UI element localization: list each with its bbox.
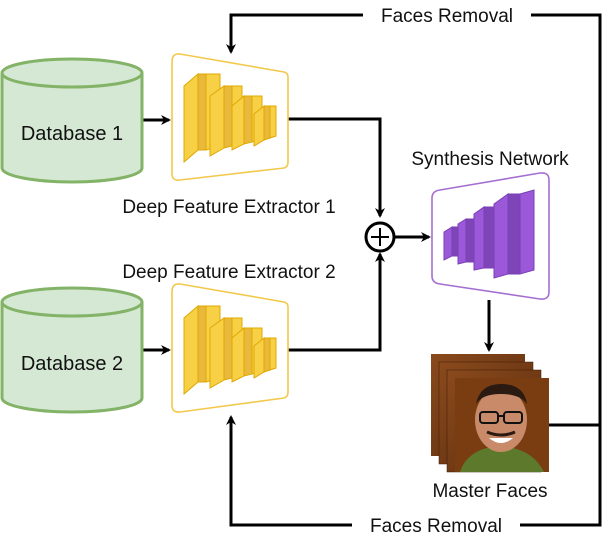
master-faces-label: Master Faces (432, 481, 547, 502)
top-feedback-label: Faces Removal (381, 6, 513, 27)
database-cylinder-icon (0, 286, 144, 414)
database-2-label: Database 2 (21, 353, 123, 375)
bottom-feedback-label: Faces Removal (370, 516, 502, 537)
database-1-node: Database 1 (0, 57, 144, 184)
database-2-node: Database 2 (0, 286, 144, 414)
extractor-2-node (171, 283, 289, 413)
edge-top-feedback (226, 13, 602, 427)
portrait-stack-icon (431, 354, 549, 473)
cnn-layers-icon (443, 189, 535, 279)
synthesis-label: Synthesis Network (411, 149, 569, 170)
edge-extractor2-to-sum (288, 252, 385, 352)
circle-plus-icon (364, 221, 396, 253)
cnn-layers-icon (183, 72, 277, 164)
extractor-1-label: Deep Feature Extractor 1 (122, 197, 335, 218)
extractor-1-node (171, 53, 289, 181)
connectors (142, 13, 602, 527)
master-faces-node: Master Faces (431, 354, 549, 502)
synthesis-node (431, 172, 550, 300)
face-icon (455, 378, 549, 472)
database-1-label: Database 1 (21, 123, 123, 145)
edge-extractor1-to-sum (288, 117, 385, 218)
cnn-layers-icon (183, 304, 277, 396)
database-cylinder-icon (0, 57, 144, 184)
extractor-2-label: Deep Feature Extractor 2 (122, 262, 335, 283)
